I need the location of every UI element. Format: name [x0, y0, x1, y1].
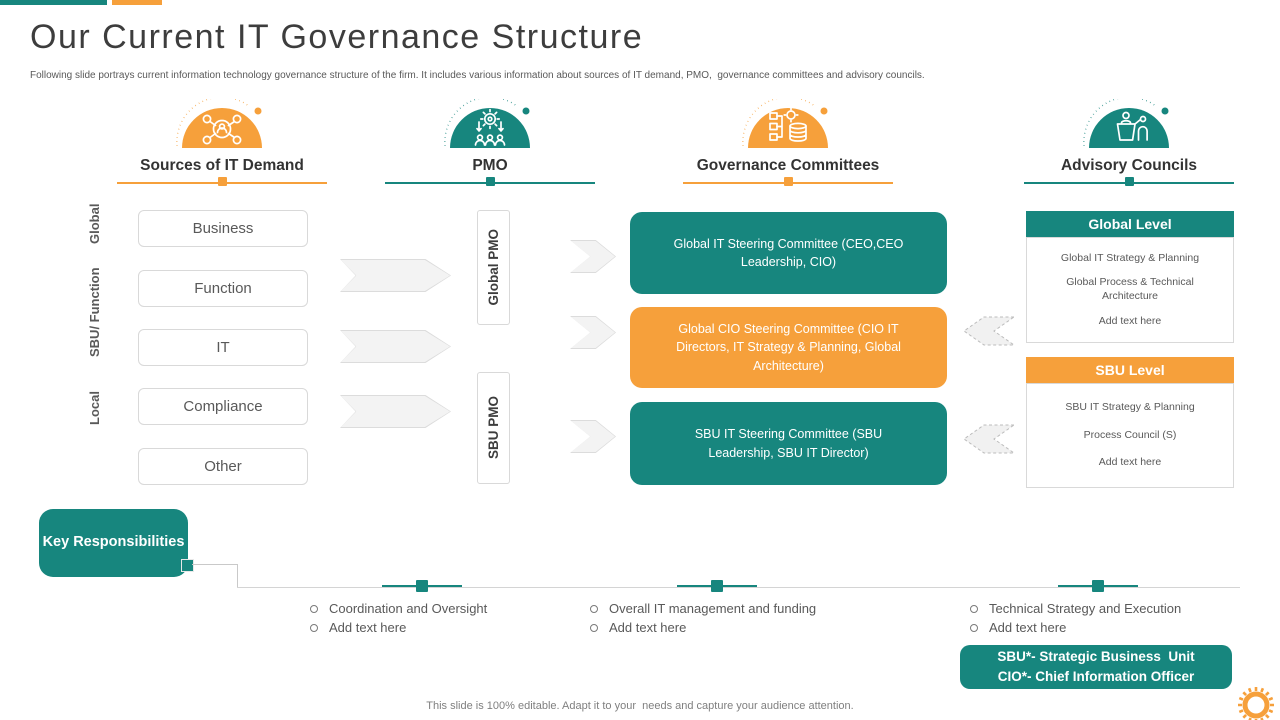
source-box-function[interactable]: Function — [138, 270, 308, 307]
advisory-body-global[interactable]: Global IT Strategy & Planning Global Pro… — [1026, 237, 1234, 343]
advisory-header-global-label: Global Level — [1088, 216, 1172, 232]
network-people-icon — [174, 96, 270, 153]
advisory-header-global[interactable]: Global Level — [1026, 211, 1234, 237]
list-item-placeholder[interactable]: Add text here — [329, 620, 407, 635]
list-item-placeholder[interactable]: Add text here — [609, 620, 687, 635]
source-box-other[interactable]: Other — [138, 448, 308, 485]
rail-marker-square — [711, 580, 723, 592]
rail-marker-square — [1092, 580, 1104, 592]
connector-rail — [237, 587, 1240, 588]
advisory-body-sbu[interactable]: SBU IT Strategy & Planning Process Counc… — [1026, 383, 1234, 488]
advisory-item-placeholder[interactable]: Add text here — [1098, 456, 1162, 469]
flowchart-database-icon — [740, 96, 836, 153]
dashed-arrow-left-icon — [962, 424, 1016, 459]
list-item: Technical Strategy and Execution — [989, 601, 1182, 616]
bullet-icon — [590, 604, 598, 613]
connector-line — [192, 564, 237, 565]
column-header-sources: Sources of IT Demand — [140, 157, 304, 174]
list-item: Coordination and Oversight — [329, 601, 488, 616]
slide-subtitle: Following slide portrays current informa… — [30, 70, 925, 81]
committee-box-global-cio-label: Global CIO Steering Committee (CIO IT Di… — [676, 322, 901, 373]
list-item: Overall IT management and funding — [609, 601, 817, 616]
advisory-item: SBU IT Strategy & Planning — [1065, 401, 1195, 414]
connector-square — [181, 559, 194, 572]
row-label-global: Global — [87, 203, 102, 244]
rail-marker-square — [416, 580, 428, 592]
bullet-icon — [310, 623, 318, 632]
chevron-right-icon — [570, 420, 616, 453]
podium-speaker-icon — [1081, 96, 1177, 153]
bullet-icon — [590, 623, 598, 632]
legend-line-sbu: SBU*- Strategic Business Unit — [997, 649, 1195, 665]
column-header-pmo: PMO — [472, 157, 508, 174]
committee-box-sbu-it[interactable]: SBU IT Steering Committee (SBU Leadershi… — [630, 402, 947, 485]
pmo-box-sbu[interactable]: SBU PMO — [477, 372, 510, 484]
flow-arrow-icon — [340, 330, 451, 363]
row-label-local: Local — [87, 391, 102, 425]
advisory-item: Process Council (S) — [1083, 428, 1177, 441]
key-responsibilities-label: Key Responsibilities — [42, 534, 185, 551]
page-title: Our Current IT Governance Structure — [30, 18, 644, 56]
column-header-governance: Governance Committees — [696, 157, 880, 174]
accent-bar-orange — [112, 0, 162, 5]
list-item-placeholder[interactable]: Add text here — [989, 620, 1067, 635]
advisory-item: Global Process & Technical Architecture — [1066, 276, 1194, 302]
gear-ornament-icon — [1236, 685, 1276, 720]
committee-box-global-cio[interactable]: Global CIO Steering Committee (CIO IT Di… — [630, 307, 947, 388]
source-box-compliance[interactable]: Compliance — [138, 388, 308, 425]
pmo-box-sbu-label: SBU PMO — [486, 396, 501, 460]
connector-line — [237, 564, 238, 588]
flow-arrow-icon — [340, 259, 451, 292]
legend-box[interactable]: SBU*- Strategic Business Unit CIO*- Chie… — [960, 645, 1232, 689]
header-underline-marker — [218, 177, 227, 186]
bullet-icon — [970, 623, 978, 632]
header-underline-marker — [784, 177, 793, 186]
header-underline-marker — [486, 177, 495, 186]
header-underline-marker — [1125, 177, 1134, 186]
key-responsibilities-box[interactable]: Key Responsibilities — [39, 509, 188, 577]
committee-box-global-it[interactable]: Global IT Steering Committee (CEO,CEO Le… — [630, 212, 947, 294]
committee-box-global-it-label: Global IT Steering Committee (CEO,CEO Le… — [673, 236, 904, 269]
source-box-business[interactable]: Business — [138, 210, 308, 247]
advisory-item: Global IT Strategy & Planning — [1060, 251, 1200, 264]
pmo-box-global-label: Global PMO — [486, 229, 501, 306]
advisory-item-placeholder[interactable]: Add text here — [1098, 314, 1162, 327]
source-box-it[interactable]: IT — [138, 329, 308, 366]
responsibility-list-3: Technical Strategy and Execution Add tex… — [970, 599, 1181, 637]
flow-arrow-icon — [340, 395, 451, 428]
committee-box-sbu-it-label: SBU IT Steering Committee (SBU Leadershi… — [694, 427, 883, 460]
gear-team-icon — [442, 96, 538, 153]
bullet-icon — [310, 604, 318, 613]
bullet-icon — [970, 604, 978, 613]
chevron-right-icon — [570, 240, 616, 273]
advisory-header-sbu[interactable]: SBU Level — [1026, 357, 1234, 383]
responsibility-list-2: Overall IT management and funding Add te… — [590, 599, 816, 637]
row-label-sbu-function: SBU/ Function — [87, 267, 102, 358]
footer-note: This slide is 100% editable. Adapt it to… — [426, 700, 854, 712]
accent-bar-teal — [0, 0, 107, 5]
responsibility-list-1: Coordination and Oversight Add text here — [310, 599, 487, 637]
dashed-arrow-left-icon — [962, 316, 1016, 351]
chevron-right-icon — [570, 316, 616, 349]
pmo-box-global[interactable]: Global PMO — [477, 210, 510, 325]
column-header-advisory: Advisory Councils — [1060, 157, 1198, 174]
advisory-header-sbu-label: SBU Level — [1095, 362, 1165, 378]
legend-line-cio: CIO*- Chief Information Officer — [997, 669, 1195, 684]
